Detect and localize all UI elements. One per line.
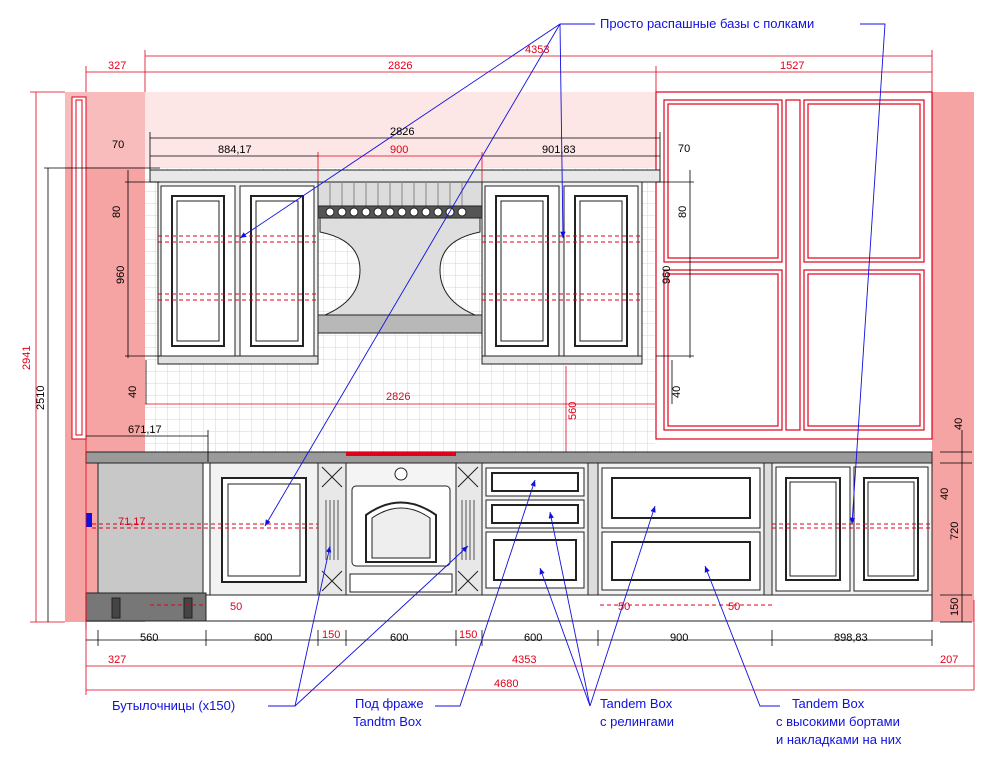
annotation-relings-1: Tandem Box [600, 696, 673, 711]
dimension-label: 70 [112, 139, 124, 151]
dimension-label: 40 [939, 488, 951, 500]
dimension-label: 327 [108, 60, 126, 72]
dimension-texts-black: 2826 70 884,17 901,83 70 80 960 40 80 96… [35, 126, 965, 644]
dimension-label: 884,17 [218, 144, 252, 156]
dimension-label: 900 [670, 632, 688, 644]
dimension-label: 40 [671, 386, 683, 398]
dimension-label: 600 [254, 632, 272, 644]
dimension-label: 150 [459, 629, 477, 641]
annotation-pointers [239, 23, 886, 707]
countertop [85, 451, 933, 464]
annotation-relings-2: с релингами [600, 714, 674, 729]
annotation-bottles: Бутылочницы (x150) [112, 698, 235, 713]
dimension-label: 150 [322, 629, 340, 641]
dimension-label: 71,17 [118, 516, 146, 528]
dimension-label: 720 [949, 522, 961, 540]
dimension-label: 960 [661, 266, 673, 284]
dimension-label: 671,17 [128, 424, 162, 436]
dimension-label: 900 [390, 144, 408, 156]
dimension-label: 1527 [780, 60, 804, 72]
dimension-label: 80 [677, 206, 689, 218]
dimension-label: 40 [127, 386, 139, 398]
upper-cabinets [149, 169, 661, 365]
dimension-label: 80 [111, 206, 123, 218]
lower-cabinets [205, 462, 933, 622]
dimension-label: 901,83 [542, 144, 576, 156]
shelf-lines [92, 235, 932, 606]
dimension-label: 327 [108, 654, 126, 666]
dimension-label: 4353 [512, 654, 536, 666]
dimension-label: 150 [949, 598, 961, 616]
dimension-label: 2826 [388, 60, 412, 72]
annotation-high-2: с высокими бортами [776, 714, 900, 729]
dimension-label: 560 [140, 632, 158, 644]
annotation-fraje-1: Под фраже [355, 696, 424, 711]
range-hood [317, 181, 483, 334]
dimension-label: 898,83 [834, 632, 868, 644]
dimension-label: 2510 [35, 386, 47, 410]
dimension-texts-red: 4353 327 2826 1527 900 2826 560 2941 71,… [21, 44, 958, 690]
dimension-label: 4353 [525, 44, 549, 56]
dimension-label: 560 [567, 402, 579, 420]
dimension-label: 600 [524, 632, 542, 644]
dimension-label: 600 [390, 632, 408, 644]
corner-section [85, 462, 207, 622]
black-dimension-lines [44, 132, 972, 646]
annotation-texts: Просто распашные базы с полками Бутылочн… [112, 16, 902, 747]
annotation-high-3: и накладками на них [776, 732, 902, 747]
annotation-top: Просто распашные базы с полками [600, 16, 814, 31]
dimension-label: 4680 [494, 678, 518, 690]
dimension-label: 40 [953, 418, 965, 430]
window [655, 91, 933, 440]
annotation-fraje-2: Tandtm Box [353, 714, 422, 729]
dimension-label: 50 [618, 601, 630, 613]
dimension-label: 207 [940, 654, 958, 666]
dimension-label: 50 [230, 601, 242, 613]
annotation-high-1: Tandem Box [792, 696, 865, 711]
dimension-label: 2941 [21, 346, 33, 370]
dimension-label: 2826 [390, 126, 414, 138]
dimension-label: 2826 [386, 391, 410, 403]
dimension-label: 960 [115, 266, 127, 284]
dimension-label: 50 [728, 601, 740, 613]
dimension-label: 70 [678, 143, 690, 155]
